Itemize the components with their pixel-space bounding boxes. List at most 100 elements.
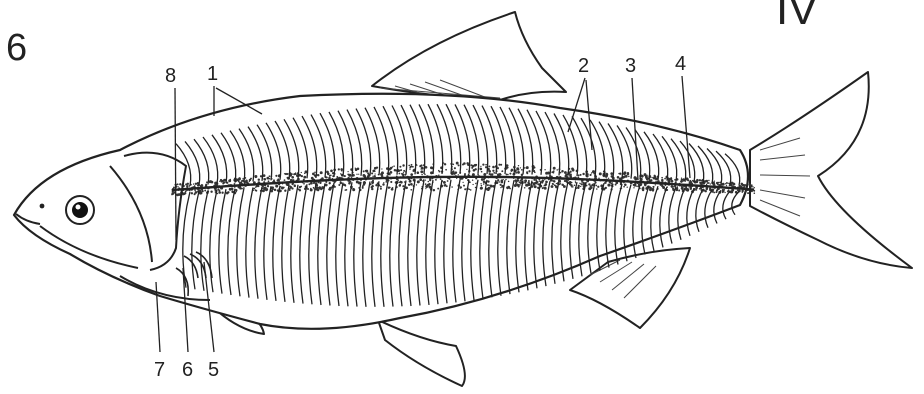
stipple-dot	[388, 187, 390, 189]
stipple-dot	[348, 174, 351, 177]
stipple-dot	[300, 186, 302, 188]
stipple-dot	[524, 181, 526, 183]
stipple-dot	[714, 180, 715, 181]
stipple-dot	[479, 168, 482, 171]
stipple-dot	[644, 184, 646, 186]
stipple-dot	[481, 178, 484, 181]
stipple-dot	[438, 170, 439, 171]
stipple-dot	[528, 180, 530, 182]
stipple-dot	[314, 172, 316, 174]
stipple-dot	[575, 182, 576, 183]
stipple-dot	[533, 170, 535, 172]
stipple-dot	[255, 186, 257, 188]
stipple-dot	[552, 183, 554, 185]
stipple-dot	[449, 178, 451, 180]
stipple-dot	[715, 191, 717, 193]
stipple-dot	[480, 187, 483, 190]
stipple-dot	[456, 162, 459, 165]
stipple-dot	[487, 188, 490, 191]
stipple-dot	[437, 188, 439, 190]
stipple-dot	[425, 179, 426, 180]
stipple-dot	[580, 183, 581, 184]
stipple-dot	[617, 176, 620, 179]
stipple-dot	[487, 184, 489, 186]
stipple-dot	[416, 184, 417, 185]
stipple-dot	[255, 189, 257, 191]
stipple-dot	[206, 181, 208, 183]
stipple-dot	[253, 188, 255, 190]
stipple-dot	[747, 192, 749, 194]
stipple-dot	[289, 189, 291, 191]
stipple-dot	[204, 190, 206, 192]
stipple-dot	[627, 187, 628, 188]
stipple-dot	[294, 185, 296, 187]
stipple-dot	[311, 177, 314, 180]
eye-highlight	[76, 205, 81, 210]
stipple-dot	[303, 183, 305, 185]
stipple-dot	[353, 188, 355, 190]
stipple-dot	[462, 182, 463, 183]
stipple-dot	[254, 175, 257, 178]
stipple-dot	[417, 171, 420, 174]
stipple-dot	[382, 175, 384, 177]
stipple-dot	[184, 193, 186, 195]
stipple-dot	[690, 187, 692, 189]
stipple-dot	[399, 166, 401, 168]
stipple-dot	[574, 184, 576, 186]
stipple-dot	[595, 185, 597, 187]
stipple-dot	[356, 174, 357, 175]
stipple-dot	[399, 184, 401, 186]
stipple-dot	[394, 169, 396, 171]
stipple-dot	[389, 174, 390, 175]
stipple-dot	[179, 183, 181, 185]
stipple-dot	[671, 177, 672, 178]
stipple-dot	[362, 186, 363, 187]
stipple-dot	[483, 180, 486, 183]
stipple-dot	[556, 183, 557, 184]
stipple-dot	[219, 181, 220, 182]
stipple-dot	[741, 183, 744, 186]
stipple-dot	[455, 171, 458, 174]
stipple-dot	[475, 183, 476, 184]
stipple-dot	[382, 183, 384, 185]
stipple-dot	[393, 165, 395, 167]
stipple-dot	[483, 173, 486, 176]
stipple-dot	[348, 182, 351, 185]
stipple-dot	[580, 174, 582, 176]
stipple-dot	[435, 179, 437, 181]
stipple-dot	[464, 188, 466, 190]
stipple-dot	[550, 180, 552, 182]
stipple-dot	[754, 192, 756, 194]
stipple-dot	[615, 184, 617, 186]
stipple-dot	[301, 172, 302, 173]
stipple-dot	[284, 173, 285, 174]
stipple-dot	[291, 187, 293, 189]
stipple-dot	[480, 183, 481, 184]
stipple-dot	[226, 192, 229, 195]
stipple-dot	[249, 181, 250, 182]
stipple-dot	[515, 172, 517, 174]
stipple-dot	[269, 175, 271, 177]
stipple-dot	[678, 189, 680, 191]
stipple-dot	[411, 164, 413, 166]
stipple-dot	[579, 183, 580, 184]
stipple-dot	[392, 166, 393, 167]
stipple-dot	[440, 178, 442, 180]
stipple-dot	[460, 186, 462, 188]
stipple-dot	[177, 186, 178, 187]
stipple-dot	[520, 167, 521, 168]
stipple-dot	[372, 175, 374, 177]
stipple-dot	[453, 164, 455, 166]
stipple-dot	[399, 173, 401, 175]
stipple-dot	[633, 187, 634, 188]
stipple-dot	[263, 178, 266, 181]
stipple-dot	[480, 166, 481, 167]
caudal-fin	[750, 72, 912, 268]
stipple-dot	[508, 181, 510, 183]
stipple-dot	[301, 175, 303, 177]
stipple-dot	[470, 189, 472, 191]
stipple-dot	[363, 181, 366, 184]
stipple-dot	[527, 182, 529, 184]
